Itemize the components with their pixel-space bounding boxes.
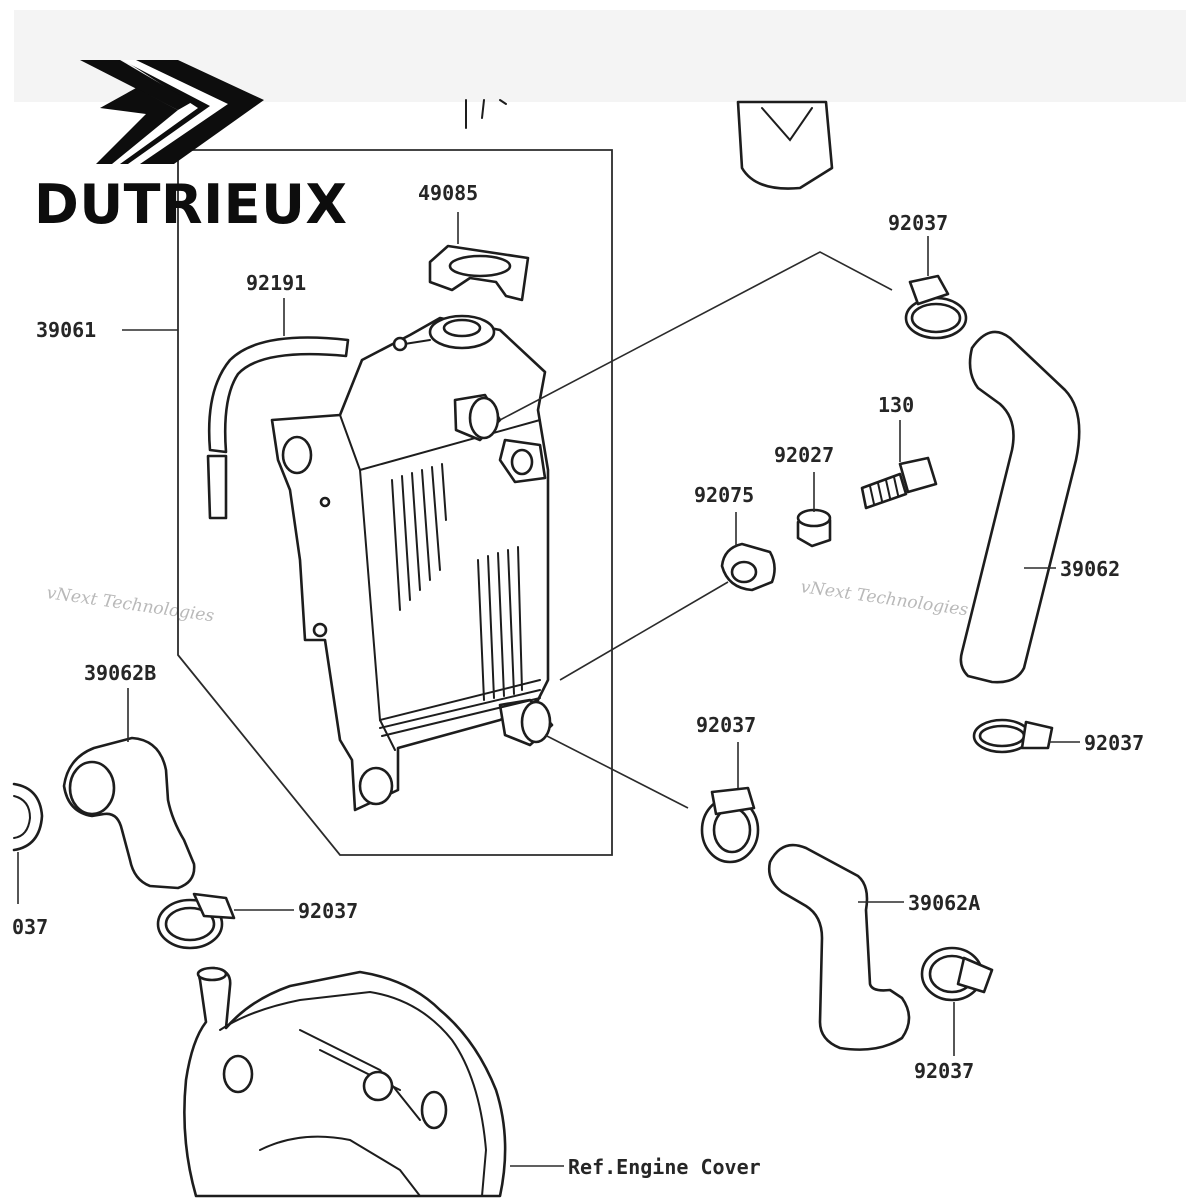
hose-39062 [959,330,1081,684]
watermark-right: vNext Technologies [799,577,969,620]
label-92037-upper: 92037 [888,211,948,235]
brand-logo: DUTRIEUX [28,52,347,237]
hose-clamp-92037-center [700,742,760,864]
cushion-49085 [428,212,530,302]
hose-39062A [767,843,911,1051]
label-92027: 92027 [774,443,834,467]
radiator-assembly-frame [177,149,613,856]
hose-clamp-92037-upper [904,236,968,340]
label-ref-engine-cover: Ref.Engine Cover [568,1155,761,1179]
radiator-leader-lines [122,251,893,809]
label-037-partial: 037 [12,915,48,939]
label-92037-center: 92037 [696,713,756,737]
hose-clamp-92037-right [972,718,1080,754]
grommet-92075 [720,512,776,592]
breather-tube-92191 [206,298,350,520]
hose-clamp-partial-left [12,782,44,904]
label-92037-lower-right: 92037 [914,1059,974,1083]
collar-92027 [796,472,832,548]
label-39062: 39062 [1060,557,1120,581]
label-39062A: 39062A [908,891,980,915]
brand-name: DUTRIEUX [34,173,348,236]
hose-clamp-92037-lower-left [156,892,294,950]
radiator-39061 [270,314,554,812]
chevron-logo-icon [80,60,264,164]
top-fragment-parts [465,99,834,190]
hose-clamp-92037-lower-right [920,946,994,1056]
label-49085: 49085 [418,181,478,205]
hose-39062B [62,688,196,890]
label-92075: 92075 [694,483,754,507]
label-130: 130 [878,393,914,417]
label-92037-lower-left: 92037 [298,899,358,923]
label-39061: 39061 [36,318,96,342]
watermark-left: vNext Technologies [45,583,215,626]
label-92191: 92191 [246,271,306,295]
label-92037-right: 92037 [1084,731,1144,755]
engine-cover [183,966,564,1198]
bolt-130 [860,420,938,510]
label-39062B: 39062B [84,661,156,685]
